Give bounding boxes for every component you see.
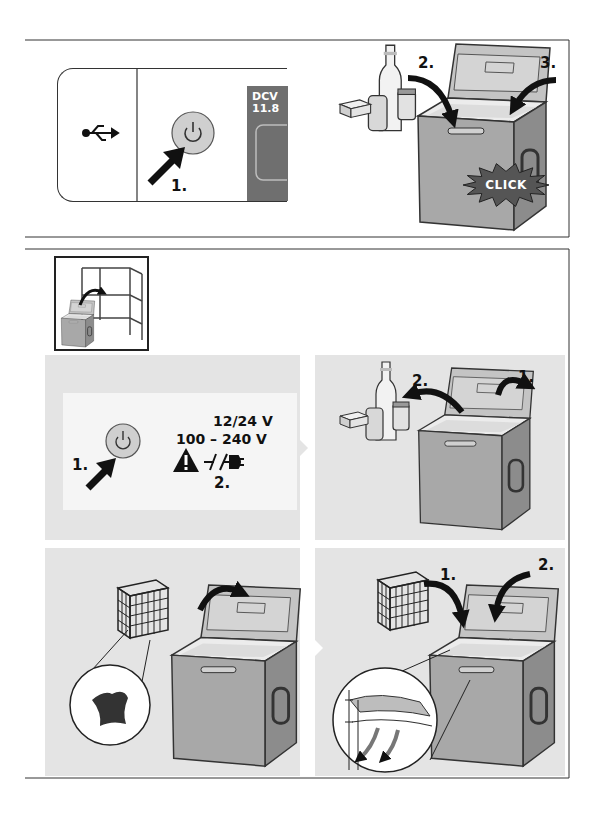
voltage-label: 100 – 240 V — [176, 431, 267, 447]
storage-icon-part — [80, 290, 102, 305]
step-panels-part — [315, 355, 565, 540]
storage-icon-part-part — [99, 268, 101, 320]
usb-symbol-part — [112, 129, 118, 137]
load-arrow — [408, 78, 452, 118]
step-panels-part — [315, 640, 323, 656]
callout-number: 1. — [171, 177, 187, 195]
usb-symbol-part — [96, 133, 106, 140]
food-items — [340, 362, 409, 440]
switch-off-panel-part — [185, 467, 188, 470]
callout-number: 2. — [412, 372, 428, 390]
control-strip-box: 1. DCV 11.8 — [57, 68, 287, 202]
usb-symbol-part — [92, 126, 104, 133]
cooler-box — [430, 585, 559, 766]
cloth-detail-part — [92, 630, 128, 670]
click-burst: CLICK — [463, 163, 549, 207]
gap-detail — [333, 650, 470, 772]
callout-number: 2. — [214, 474, 230, 492]
storage-icon — [55, 257, 148, 350]
remove-arrow — [200, 589, 240, 610]
gap-detail-part — [352, 720, 432, 726]
gap-detail-part-part — [349, 690, 350, 770]
click-text: CLICK — [463, 163, 549, 207]
storage-icon-part — [55, 257, 148, 350]
step-panels-part — [63, 393, 297, 510]
switch-off-panel-part-part — [210, 454, 216, 470]
callout-number: 2. — [418, 54, 434, 72]
press-arrow-part — [150, 160, 173, 183]
switch-off-panel-part — [122, 431, 123, 440]
storage-icon-part-part — [82, 295, 142, 301]
storage-icon-part-part — [129, 268, 131, 335]
insert-arrow — [424, 584, 462, 618]
display-window — [256, 125, 287, 180]
cloth-detail-part — [92, 692, 128, 726]
close-arrow — [496, 574, 530, 612]
gap-detail-part — [350, 695, 430, 716]
usb-symbol-part — [83, 130, 89, 136]
gap-detail-part — [400, 650, 450, 672]
voltage-label: 12/24 V — [213, 413, 273, 429]
starburst-outline — [463, 164, 549, 207]
storage-icon-part — [61, 300, 94, 347]
power-button-part — [192, 122, 194, 132]
power-button — [172, 112, 214, 154]
switch-off-panel-part — [173, 448, 199, 472]
cooler-box — [418, 44, 550, 230]
switch-off-panel-part-part — [230, 456, 240, 468]
switch-off-panel-part — [106, 424, 140, 458]
callout-number: 1. — [440, 566, 456, 584]
storage-icon-part-part — [82, 268, 142, 274]
close-arrow — [515, 80, 556, 106]
step-panels-part — [315, 548, 565, 776]
section-frame — [25, 40, 569, 778]
gap-detail-part — [333, 668, 437, 772]
storage-icon-part-part — [141, 274, 143, 340]
control-strip — [83, 68, 214, 202]
switch-off-panel-part — [88, 471, 105, 488]
callout-number: 1. — [72, 456, 88, 474]
switch-off-panel-part-part — [238, 458, 244, 460]
switch-off-panel-part — [96, 458, 116, 478]
gap-detail-part-part — [345, 722, 353, 723]
switch-off-panel-part — [185, 455, 188, 465]
gap-detail-part-part — [345, 700, 353, 701]
cloth-detail-part — [70, 665, 150, 745]
control-strip-part — [136, 68, 137, 202]
cloth-detail — [70, 630, 150, 745]
callout-number: 1. — [518, 368, 534, 386]
basket — [378, 572, 428, 630]
step-panels-part — [45, 355, 300, 540]
gap-detail-part-part — [358, 700, 359, 770]
step-panels-part — [45, 548, 300, 776]
switch-off-panel-part-part — [238, 464, 244, 466]
callout-number: 2. — [538, 556, 554, 574]
switch-off-panel-part — [204, 454, 244, 470]
section-frame-part — [25, 249, 569, 778]
food-items — [340, 45, 415, 130]
power-button-part — [172, 112, 214, 154]
step-panels — [45, 355, 565, 776]
gap-detail-part — [360, 728, 378, 758]
gap-detail-part — [384, 730, 398, 758]
display-box: DCV 11.8 — [247, 86, 288, 201]
cooler-box — [172, 585, 301, 766]
step-panels-part — [300, 440, 308, 456]
section-frame-part — [25, 40, 569, 237]
gap-detail-part — [345, 690, 358, 770]
usb-symbol — [83, 126, 118, 140]
callout-number: 3. — [540, 54, 556, 72]
press-arrow-part — [163, 147, 185, 169]
unload-arrow — [412, 391, 462, 412]
display-text: DCV 11.8 — [252, 91, 282, 115]
basket — [118, 580, 168, 638]
